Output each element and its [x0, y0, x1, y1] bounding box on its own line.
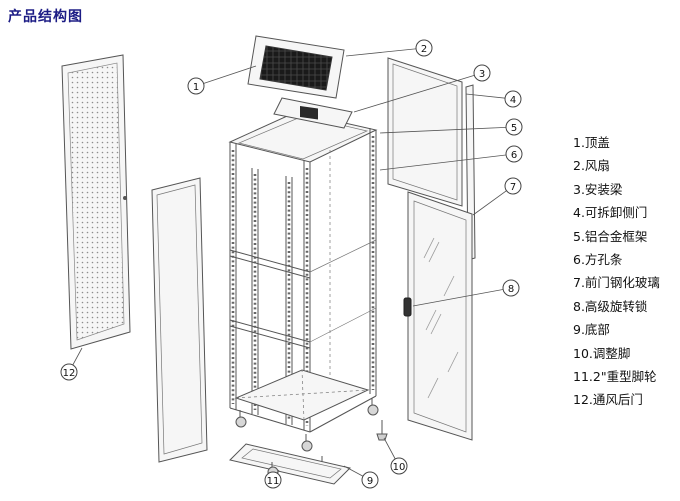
svg-text:5: 5	[511, 123, 517, 134]
svg-text:7: 7	[510, 182, 516, 193]
legend-item-6: 6.方孔条	[573, 252, 623, 268]
cabinet-frame	[228, 111, 378, 433]
callout-10: 10	[390, 457, 408, 475]
parts-legend: 1.顶盖 2.风扇 3.安装梁 4.可拆卸侧门 5.铝合金框架 6.方孔条 7.…	[573, 131, 660, 412]
svg-text:11: 11	[267, 476, 280, 487]
callout-8: 8	[502, 279, 520, 297]
legend-item-8: 8.高级旋转锁	[573, 298, 648, 314]
svg-text:2: 2	[421, 44, 427, 55]
legend-item-3: 3.安装梁	[573, 181, 623, 197]
legend-item-11: 11.2"重型脚轮	[573, 369, 657, 385]
callout-12: 12	[60, 363, 78, 381]
svg-text:8: 8	[508, 284, 514, 295]
callout-6: 6	[505, 145, 523, 163]
rear-mesh-door	[61, 54, 131, 350]
callout-7: 7	[504, 177, 522, 195]
callout-4: 4	[504, 90, 522, 108]
rear-door-lock-icon	[123, 196, 127, 200]
legend-item-10: 10.调整脚	[573, 345, 631, 361]
cabinet-casters	[235, 398, 379, 452]
callout-9: 9	[361, 471, 379, 489]
page-title: 产品结构图	[8, 9, 83, 25]
svg-text:4: 4	[510, 95, 516, 106]
callout-11: 11	[264, 471, 282, 489]
top-cover-connector	[300, 106, 318, 120]
removable-side-door	[387, 57, 463, 207]
glass-reflection-marks	[423, 237, 459, 399]
side-panel-left	[151, 177, 208, 463]
rotary-lock	[403, 297, 412, 317]
callout-3: 3	[473, 64, 491, 82]
svg-text:10: 10	[393, 462, 406, 473]
callout-1: 1	[187, 77, 205, 95]
svg-text:6: 6	[511, 150, 517, 161]
legend-item-4: 4.可拆卸侧门	[573, 205, 648, 221]
svg-text:12: 12	[63, 368, 76, 379]
base-plate	[229, 443, 351, 485]
callout-5: 5	[505, 118, 523, 136]
svg-text:1: 1	[193, 82, 199, 93]
svg-text:9: 9	[367, 476, 373, 487]
fan-unit	[247, 35, 345, 99]
legend-item-7: 7.前门钢化玻璃	[573, 275, 660, 291]
legend-item-1: 1.顶盖	[573, 135, 610, 150]
legend-item-9: 9.底部	[573, 322, 610, 338]
top-cover	[273, 97, 353, 129]
callout-2: 2	[415, 39, 433, 57]
legend-item-2: 2.风扇	[573, 158, 610, 174]
legend-item-12: 12.通风后门	[573, 392, 643, 408]
legend-item-5: 5.铝合金框架	[573, 228, 648, 244]
svg-text:3: 3	[479, 69, 485, 80]
front-glass-door	[403, 191, 473, 441]
leader-lines	[68, 47, 515, 481]
